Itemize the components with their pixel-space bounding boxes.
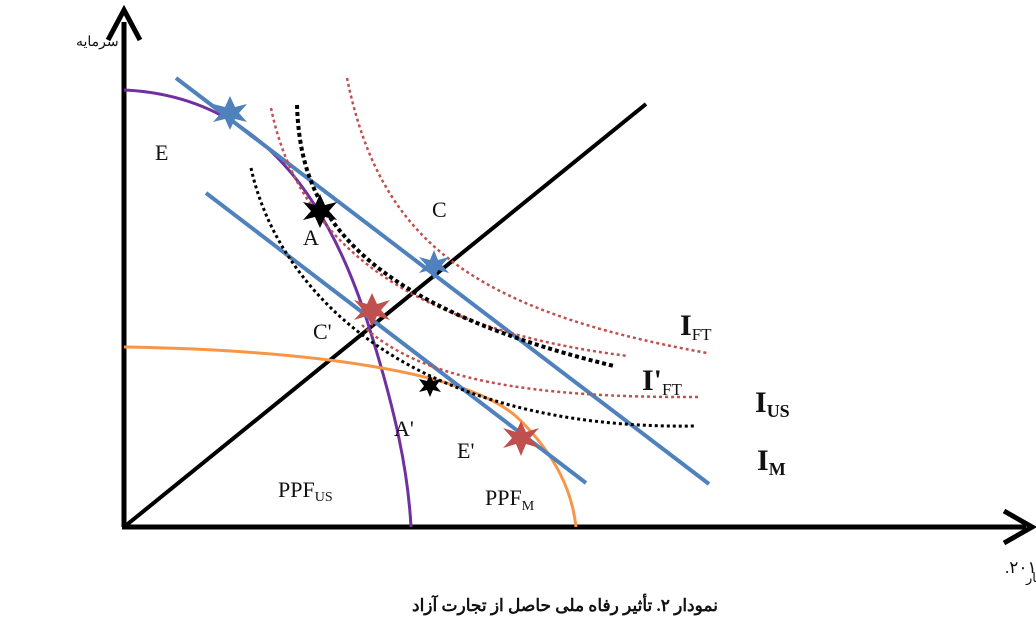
label-i-us: IUS xyxy=(755,386,790,421)
figure-caption: نمودار ۲. تأثیر رفاه ملی حاصل از تجارت آ… xyxy=(412,592,718,616)
star-blue-c xyxy=(419,250,449,280)
star-red-e-prime xyxy=(503,421,539,456)
label-i-ft-prime: I'FT xyxy=(642,364,682,399)
indifference-red-outer xyxy=(345,77,708,355)
indifference-red-inner xyxy=(361,324,702,399)
star-blue-top xyxy=(213,96,247,130)
x-axis-label: نیروی کار xyxy=(1025,570,1036,586)
star-red-c-prime xyxy=(354,293,390,327)
label-i-m: IM xyxy=(757,444,786,479)
label-c-prime: C' xyxy=(313,319,332,344)
label-c: C xyxy=(432,197,447,222)
indifference-red-middle xyxy=(269,107,629,358)
star-black-a-prime xyxy=(419,374,441,397)
label-i-ft: IFT xyxy=(680,309,712,344)
label-a-prime: A' xyxy=(394,416,414,441)
label-e-prime: E' xyxy=(457,438,474,463)
y-axis-label: سرمایه xyxy=(76,35,119,50)
y-axis-arrowhead xyxy=(105,4,143,42)
budget-line-upper xyxy=(174,76,711,486)
label-ppf-us: PPFUS xyxy=(278,477,333,505)
indifference-black-upper xyxy=(295,104,615,368)
source-note: مأخذ: تری دانگ لام، ۲۰۱۵. xyxy=(1005,555,1036,578)
label-ppf-m: PPFM xyxy=(485,485,535,514)
label-e: E xyxy=(155,140,168,165)
star-black-a xyxy=(303,194,337,228)
label-a: A xyxy=(303,225,319,250)
x-axis-arrowhead xyxy=(1002,508,1036,546)
